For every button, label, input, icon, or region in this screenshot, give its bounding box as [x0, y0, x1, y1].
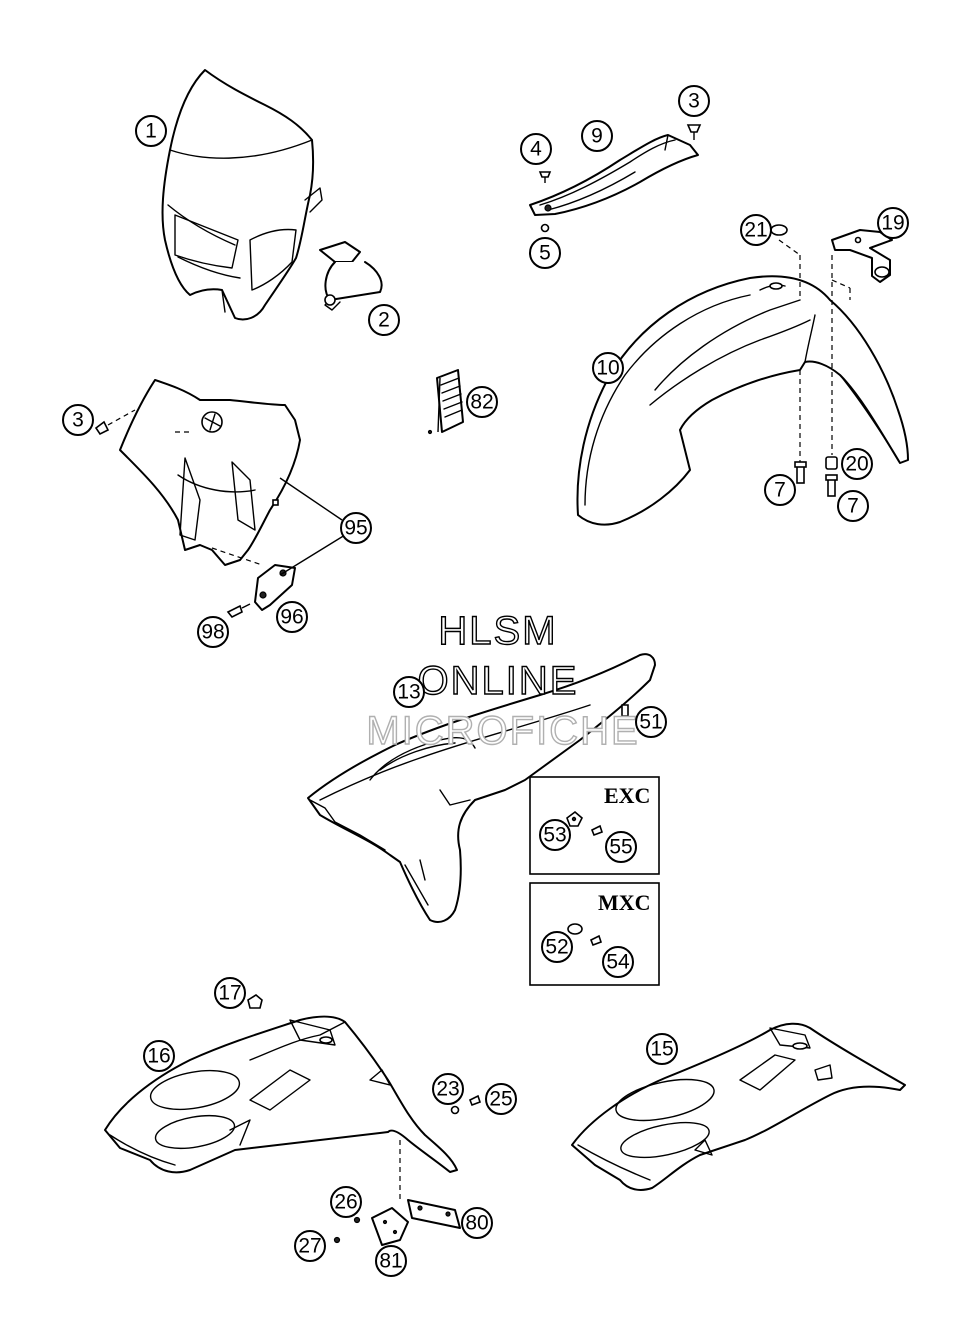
callout-5: 5 — [529, 237, 561, 269]
svg-text:13: 13 — [397, 681, 420, 704]
callout-3-left: 3 — [62, 404, 94, 436]
callout-98: 98 — [197, 616, 229, 648]
callout-54: 54 — [602, 946, 634, 978]
svg-text:82: 82 — [470, 391, 493, 414]
callout-27: 27 — [294, 1230, 326, 1262]
svg-text:80: 80 — [465, 1212, 488, 1235]
callout-80: 80 — [461, 1207, 493, 1239]
callout-16: 16 — [143, 1040, 175, 1072]
callout-25: 25 — [485, 1083, 517, 1115]
callout-17: 17 — [214, 977, 246, 1009]
svg-text:4: 4 — [530, 138, 542, 161]
svg-text:10: 10 — [596, 357, 619, 380]
svg-text:15: 15 — [650, 1038, 673, 1061]
number-plate-bracket — [94, 409, 296, 619]
callouts: 1 2 3 3 4 5 7 7 9 10 13 15 16 17 19 20 2… — [62, 85, 909, 1277]
number-plate — [119, 379, 301, 566]
callout-52: 52 — [541, 931, 573, 963]
svg-text:27: 27 — [298, 1235, 321, 1258]
variant-label-exc: EXC — [604, 783, 650, 808]
svg-text:20: 20 — [845, 453, 868, 476]
watermark-line1: HLSM — [438, 609, 557, 653]
svg-text:23: 23 — [436, 1078, 459, 1101]
svg-text:53: 53 — [543, 824, 566, 847]
callout-19: 19 — [877, 207, 909, 239]
callout-13: 13 — [393, 676, 425, 708]
headlight-clamp — [319, 241, 383, 311]
svg-text:7: 7 — [774, 479, 786, 502]
callout-9: 9 — [581, 120, 613, 152]
svg-text:3: 3 — [72, 409, 84, 432]
callout-3-top: 3 — [678, 85, 710, 117]
watermark-line2: ONLINE — [418, 659, 579, 703]
watermark-line3: MICROFICHE — [366, 709, 639, 753]
leader-lines — [279, 477, 346, 576]
svg-text:16: 16 — [147, 1045, 170, 1068]
callout-23: 23 — [432, 1073, 464, 1105]
fork-guard — [529, 124, 702, 233]
radiator-spoiler-right — [571, 1022, 906, 1191]
callout-95: 95 — [340, 512, 372, 544]
svg-text:3: 3 — [688, 90, 700, 113]
svg-text:96: 96 — [280, 606, 303, 629]
callout-2: 2 — [368, 304, 400, 336]
callout-21: 21 — [740, 214, 772, 246]
svg-text:26: 26 — [334, 1191, 357, 1214]
svg-text:25: 25 — [489, 1088, 512, 1111]
spoiler-small-parts — [247, 994, 482, 1246]
svg-text:9: 9 — [591, 125, 603, 148]
svg-text:17: 17 — [218, 982, 241, 1005]
svg-text:21: 21 — [744, 219, 767, 242]
svg-text:51: 51 — [639, 711, 662, 734]
front-fender — [576, 275, 909, 526]
callout-51: 51 — [635, 706, 667, 738]
callout-20: 20 — [841, 448, 873, 480]
svg-text:81: 81 — [379, 1250, 402, 1273]
callout-15: 15 — [646, 1033, 678, 1065]
svg-text:19: 19 — [881, 212, 904, 235]
callout-10: 10 — [592, 352, 624, 384]
svg-text:5: 5 — [539, 242, 551, 265]
rear-fender — [307, 653, 656, 923]
callout-82: 82 — [466, 386, 498, 418]
callout-96: 96 — [276, 601, 308, 633]
callout-7a: 7 — [764, 474, 796, 506]
svg-text:95: 95 — [344, 517, 367, 540]
radiator-spoiler-left — [104, 1015, 458, 1174]
callout-4: 4 — [520, 133, 552, 165]
svg-text:7: 7 — [847, 495, 859, 518]
headlight-mask — [161, 69, 323, 321]
front-fender-hardware — [770, 224, 893, 497]
svg-text:55: 55 — [609, 836, 632, 859]
callout-55: 55 — [605, 831, 637, 863]
callout-1: 1 — [135, 115, 167, 147]
svg-text:2: 2 — [378, 309, 390, 332]
svg-text:52: 52 — [545, 936, 568, 959]
callout-7b: 7 — [837, 490, 869, 522]
variant-label-mxc: MXC — [598, 890, 651, 915]
svg-text:1: 1 — [145, 120, 157, 143]
callout-81: 81 — [375, 1245, 407, 1277]
callout-53: 53 — [539, 819, 571, 851]
svg-text:98: 98 — [201, 621, 224, 644]
watermark: HLSM ONLINE MICROFICHE — [366, 608, 639, 753]
svg-text:54: 54 — [606, 951, 630, 974]
callout-26: 26 — [330, 1186, 362, 1218]
reflector — [427, 369, 464, 435]
